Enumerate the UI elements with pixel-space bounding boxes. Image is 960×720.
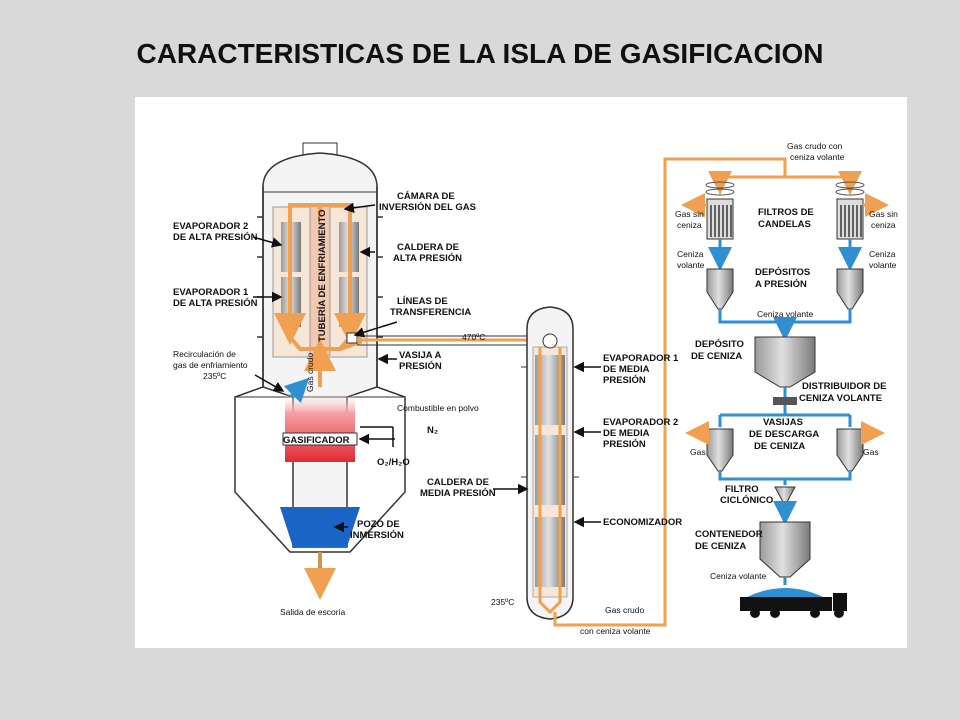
immersion-pool [280, 507, 360, 547]
label-vasija-presion: VASIJA A [399, 350, 442, 361]
label-gas-sin-ceniza-left: Gas sin [675, 209, 704, 219]
label-gas-crudo-ceniza-bottom: Gas crudo [605, 605, 644, 615]
label-evaporador2-media: EVAPORADOR 2 [603, 417, 678, 428]
ash-deposit [754, 336, 816, 388]
label-temp-235: 235ºC [491, 597, 514, 607]
svg-text:235ºC: 235ºC [203, 371, 226, 381]
label-contenedor: CONTENEDOR [695, 529, 763, 540]
svg-text:TRANSFERENCIA: TRANSFERENCIA [390, 307, 471, 318]
svg-text:DE MEDIA: DE MEDIA [603, 364, 650, 375]
label-vasijas-descarga: VASIJAS [763, 417, 803, 428]
gasification-diagram: CÁMARA DE INVERSIÓN DEL GAS EVAPORADOR 2… [135, 97, 907, 648]
label-gas-sin-ceniza-right: Gas sin [869, 209, 898, 219]
label-temp-470: 470ºC [462, 332, 485, 342]
svg-text:volante: volante [869, 260, 897, 270]
svg-text:ALTA PRESIÓN: ALTA PRESIÓN [393, 252, 462, 264]
label-filtros-candelas: FILTROS DE [758, 207, 814, 218]
labels: CÁMARA DE INVERSIÓN DEL GAS EVAPORADOR 2… [173, 141, 898, 636]
gasifier-zone [285, 392, 355, 462]
svg-text:CENIZA VOLANTE: CENIZA VOLANTE [799, 393, 882, 404]
label-filtro-ciclonico: FILTRO [725, 484, 759, 495]
label-depositos-presion: DEPÓSITOS [755, 266, 810, 278]
discharge-vessels [685, 421, 885, 485]
svg-text:DE MEDIA: DE MEDIA [603, 428, 650, 439]
label-ceniza-volante-right: Ceniza [869, 249, 896, 259]
label-economizador: ECONOMIZADOR [603, 517, 682, 528]
label-gas-crudo-ceniza-top: Gas crudo con [787, 141, 843, 151]
candle-filters [681, 171, 889, 271]
pressure-deposits [706, 268, 864, 341]
svg-text:ceniza volante: ceniza volante [790, 152, 845, 162]
svg-text:ceniza: ceniza [871, 220, 896, 230]
svg-text:MEDIA PRESIÓN: MEDIA PRESIÓN [420, 487, 496, 499]
label-camara-inversion: CÁMARA DE [397, 191, 455, 202]
label-evaporador2-alta: EVAPORADOR 2 [173, 221, 248, 232]
label-evaporador1-alta: EVAPORADOR 1 [173, 287, 249, 298]
svg-text:con ceniza volante: con ceniza volante [580, 626, 651, 636]
svg-text:INMERSIÓN: INMERSIÓN [350, 529, 404, 541]
ash-distributor [773, 397, 797, 405]
label-lineas-transferencia: LÍNEAS DE [397, 296, 448, 307]
label-combustible: Combustible en polvo [397, 403, 479, 413]
svg-text:PRESIÓN: PRESIÓN [603, 374, 646, 386]
svg-text:DE CENIZA: DE CENIZA [754, 441, 805, 452]
label-n2: N₂ [427, 425, 438, 436]
label-ceniza-volante-mid: Ceniza volante [757, 309, 814, 319]
svg-text:A PRESIÓN: A PRESIÓN [755, 278, 807, 290]
label-recirculacion: Recirculación de [173, 349, 236, 359]
label-gas-right: Gas [863, 447, 879, 457]
label-evaporador1-media: EVAPORADOR 1 [603, 353, 679, 364]
transfer-line [346, 332, 535, 346]
ash-truck [740, 588, 847, 618]
label-gas-left: Gas [690, 447, 706, 457]
svg-text:volante: volante [677, 260, 705, 270]
svg-text:PRESIÓN: PRESIÓN [603, 438, 646, 450]
svg-text:CANDELAS: CANDELAS [758, 219, 811, 230]
svg-text:DE DESCARGA: DE DESCARGA [749, 429, 819, 440]
label-gas-crudo-vertical: Gas crudo [305, 353, 315, 392]
leader-lines [252, 202, 601, 533]
svg-text:INVERSIÓN DEL GAS: INVERSIÓN DEL GAS [379, 201, 476, 213]
diagram-svg: CÁMARA DE INVERSIÓN DEL GAS EVAPORADOR 2… [173, 141, 898, 636]
label-distribuidor: DISTRIBUIDOR DE [802, 381, 886, 392]
svg-text:ceniza: ceniza [677, 220, 702, 230]
mp-boiler-vessel [521, 306, 579, 620]
svg-text:CICLÓNICO: CICLÓNICO [720, 494, 773, 506]
svg-text:gas de enfriamiento: gas de enfriamiento [173, 360, 248, 370]
label-gasificador: GASIFICADOR [283, 435, 350, 446]
label-deposito-ceniza: DEPÓSITO [695, 338, 744, 350]
svg-text:PRESIÓN: PRESIÓN [399, 360, 442, 372]
ash-container [759, 521, 811, 578]
svg-text:DE CENIZA: DE CENIZA [695, 541, 746, 552]
label-tuberia-enfriamiento: TUBERÍA DE ENFRIAMIENTO [317, 210, 328, 342]
label-ceniza-volante-bottom: Ceniza volante [710, 571, 767, 581]
label-caldera-alta: CALDERA DE [397, 242, 459, 253]
label-o2-h2o: O₂/H₂O [377, 457, 410, 468]
label-ceniza-volante-left: Ceniza [677, 249, 704, 259]
page-title: CARACTERISTICAS DE LA ISLA DE GASIFICACI… [136, 38, 824, 69]
svg-text:DE CENIZA: DE CENIZA [691, 351, 742, 362]
cyclone-filter [774, 486, 796, 503]
raw-gas-line [553, 157, 787, 627]
label-caldera-media: CALDERA DE [427, 477, 489, 488]
label-salida-escoria: Salida de escoria [280, 607, 345, 617]
svg-text:DE ALTA PRESIÓN: DE ALTA PRESIÓN [173, 231, 258, 243]
svg-text:DE ALTA PRESIÓN: DE ALTA PRESIÓN [173, 297, 258, 309]
label-pozo: POZO DE [357, 519, 400, 530]
